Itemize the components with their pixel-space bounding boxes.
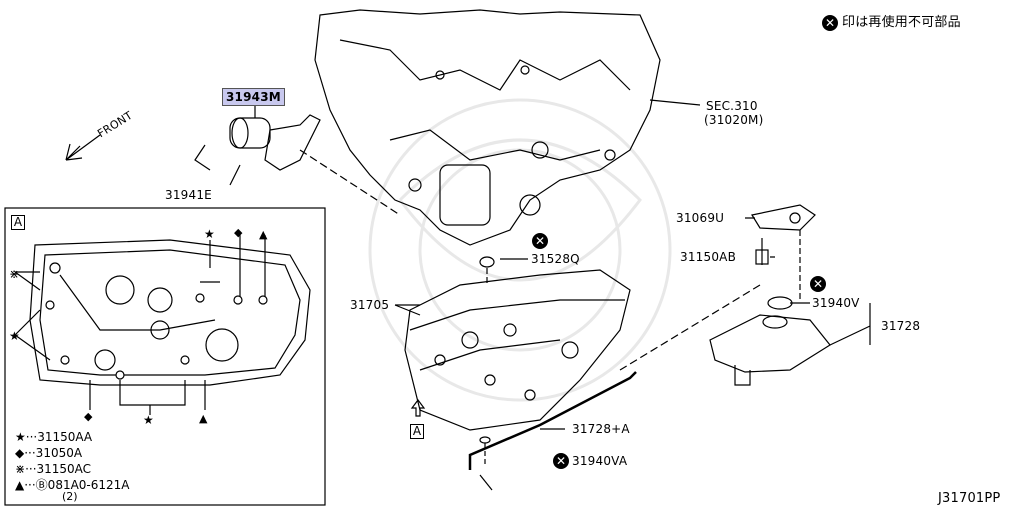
part-label-31941E[interactable]: 31941E	[165, 188, 212, 202]
sec-310-label[interactable]: SEC.310	[706, 99, 758, 113]
legend-symbol: ★	[15, 430, 26, 444]
svg-text:▲: ▲	[199, 412, 208, 425]
legend-item: ◆···31050A	[15, 446, 82, 460]
part-label-31069U[interactable]: 31069U	[676, 211, 725, 225]
x-circle-icon: ✕	[822, 15, 838, 31]
svg-text:★: ★	[9, 329, 20, 343]
legend-text: ···Ⓑ081A0-6121A	[24, 478, 130, 492]
part-label-31705[interactable]: 31705	[350, 298, 390, 312]
part-label-31150AB[interactable]: 31150AB	[680, 250, 737, 264]
svg-text:★: ★	[143, 413, 154, 427]
view-a-reference[interactable]: A	[410, 424, 424, 439]
svg-text:⋇: ⋇	[9, 267, 19, 281]
legend-symbol: ⋇	[15, 462, 26, 476]
oil-pipe	[468, 371, 637, 470]
svg-text:◆: ◆	[234, 226, 243, 239]
legend-item: ★···31150AA	[15, 430, 92, 444]
legend-quantity: (2)	[62, 490, 78, 503]
svg-text:★: ★	[204, 227, 215, 241]
watermark-emblem	[368, 98, 672, 402]
part-label-31940V[interactable]: 31940V	[812, 296, 860, 310]
notice-text: 印は再使用不可部品	[842, 15, 961, 30]
oil-strainer	[619, 204, 871, 386]
x-circle-icon: ✕	[810, 276, 826, 292]
oil-pan-outline	[14, 235, 311, 415]
legend-text: ···31150AC	[25, 462, 92, 476]
inset-label: A	[11, 215, 25, 230]
transmission-case	[314, 9, 701, 246]
diagram-id: J31701PP	[938, 491, 1001, 506]
x-circle-icon: ✕	[532, 233, 548, 249]
solenoid-part	[194, 106, 401, 216]
svg-text:▲: ▲	[259, 228, 268, 241]
legend-item: ⋇···31150AC	[15, 462, 91, 476]
part-label-31940VA[interactable]: 31940VA	[572, 454, 628, 468]
part-label-31728-A[interactable]: 31728+A	[572, 422, 630, 436]
legend-symbol: ◆	[15, 446, 25, 460]
x-circle-icon: ✕	[553, 453, 569, 469]
sec-310-sub-label: (31020M)	[704, 113, 764, 127]
legend-item: ▲···Ⓑ081A0-6121A	[15, 478, 130, 492]
part-label-31943M[interactable]: 31943M	[222, 88, 285, 106]
inset-symbols: ★ ◆ ▲ ⋇ ★ ◆ ★ ▲	[9, 226, 268, 427]
legend-text: ···31050A	[24, 446, 83, 460]
control-valve-body	[394, 256, 631, 431]
inset-view-a	[4, 207, 326, 506]
front-arrow-icon	[65, 134, 101, 161]
legend-text: ···31150AA	[25, 430, 93, 444]
legend-symbol: ▲	[15, 478, 25, 492]
svg-text:◆: ◆	[84, 410, 93, 423]
part-label-31728[interactable]: 31728	[881, 319, 921, 333]
part-label-31528Q[interactable]: 31528Q	[531, 252, 580, 266]
